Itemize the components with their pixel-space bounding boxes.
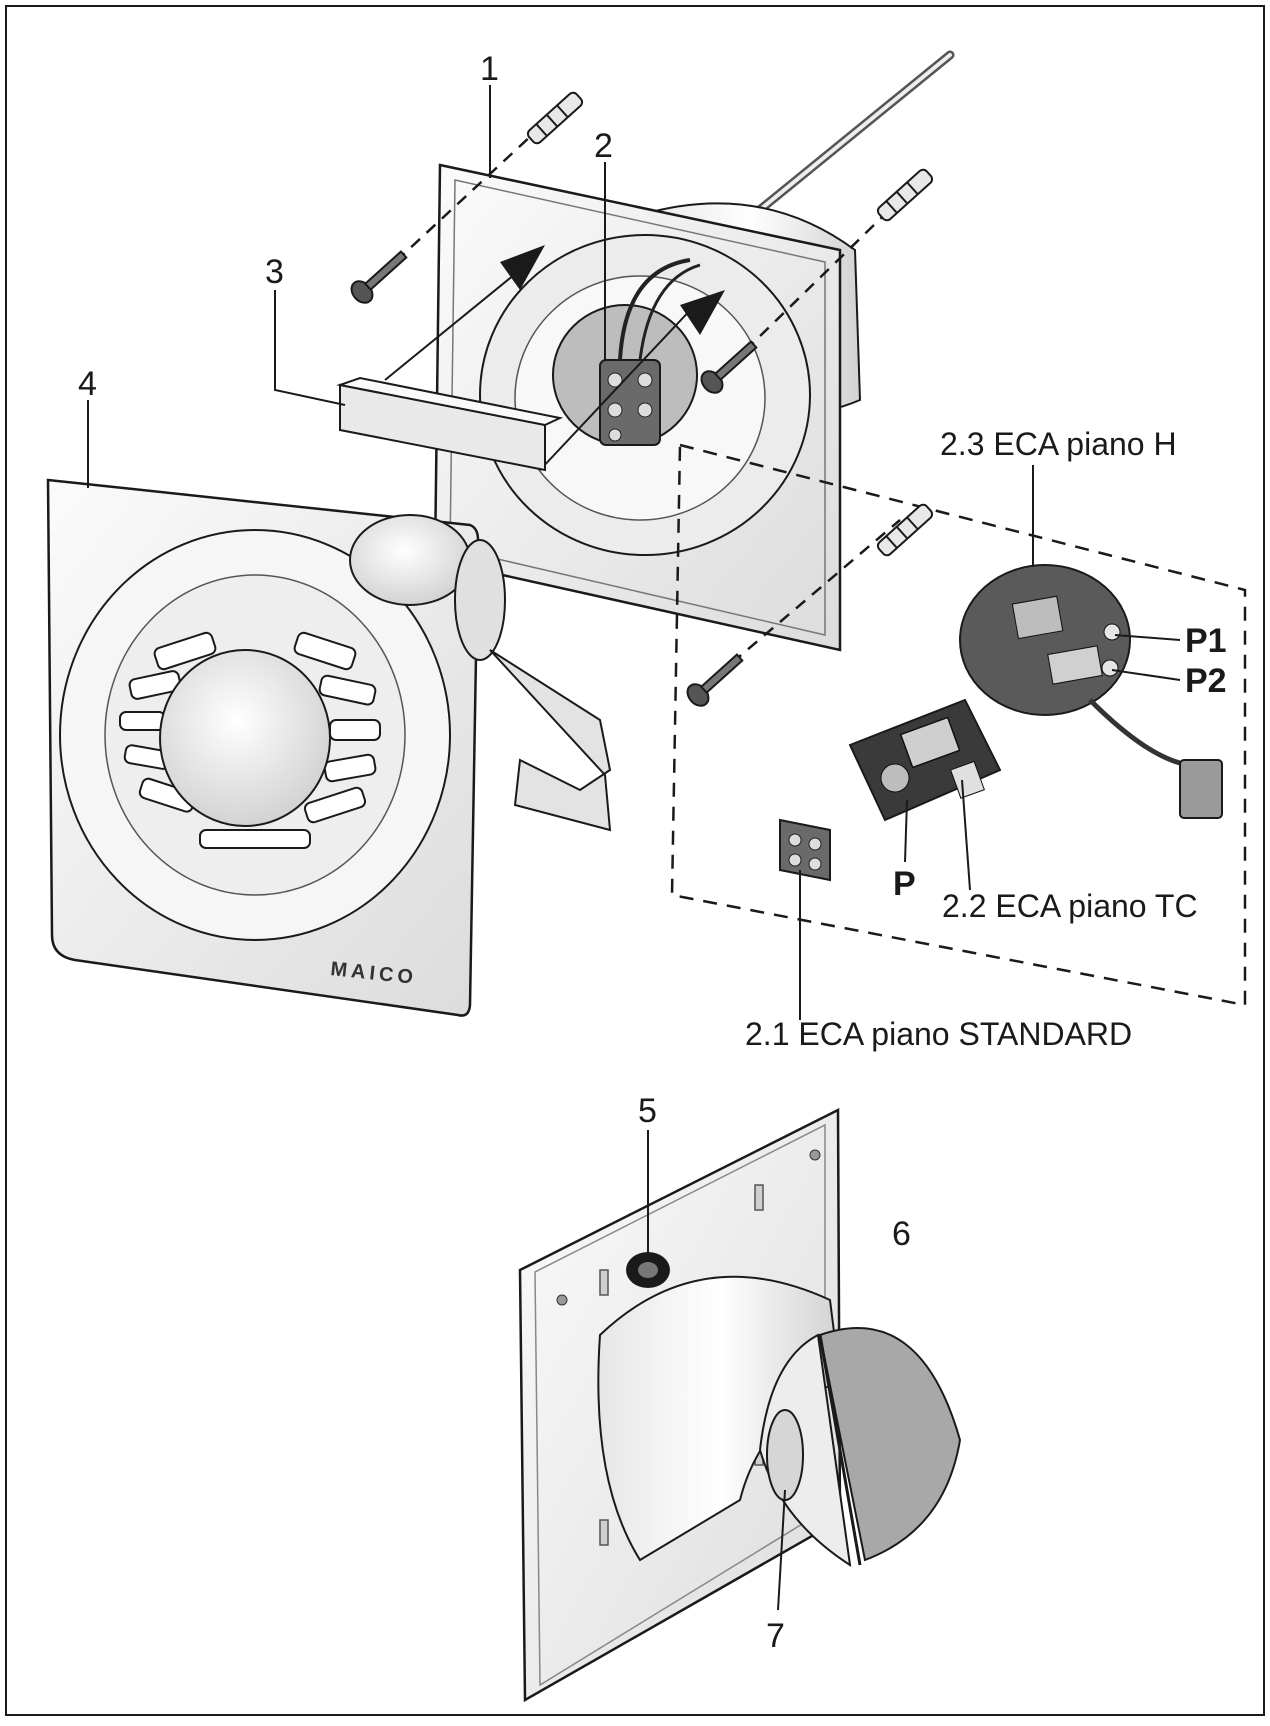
flap-spring bbox=[766, 1409, 804, 1501]
rear-view-assembly bbox=[518, 1107, 962, 1703]
fan-cover: MAICO bbox=[46, 478, 480, 1017]
callout-numbers: 1 2 3 4 5 6 7 bbox=[78, 50, 911, 1655]
cover-mount bbox=[349, 514, 612, 832]
leader-lines bbox=[87, 85, 1181, 1611]
label-eca-h: 2.3 ECA piano H bbox=[940, 426, 1177, 462]
wall-plug-icons bbox=[526, 91, 934, 557]
label-p1: P1 bbox=[1185, 622, 1227, 660]
label-eca-tc: 2.2 ECA piano TC bbox=[942, 888, 1198, 924]
module-labels: 2.3 ECA piano H P1 P2 P 2.2 ECA piano TC… bbox=[745, 426, 1227, 1052]
label-p: P bbox=[893, 865, 916, 903]
callout-1: 1 bbox=[480, 50, 499, 88]
backdraft-flap bbox=[758, 1327, 962, 1568]
insertion-arrows bbox=[384, 245, 725, 471]
cable-grommet bbox=[626, 1252, 670, 1288]
label-p2: P2 bbox=[1185, 662, 1227, 700]
callout-6: 6 bbox=[892, 1215, 911, 1253]
callout-4: 4 bbox=[78, 365, 97, 403]
callout-2: 2 bbox=[594, 127, 613, 165]
eca-h-module bbox=[959, 564, 1223, 819]
screw-icons bbox=[350, 250, 758, 707]
callout-5: 5 bbox=[638, 1092, 657, 1130]
cover-clip bbox=[336, 376, 564, 472]
callout-7: 7 bbox=[766, 1617, 785, 1655]
eca-tc-module bbox=[848, 698, 1002, 822]
figure-frame bbox=[5, 5, 1265, 1716]
eca-standard-module bbox=[779, 818, 831, 882]
power-cable bbox=[730, 50, 955, 235]
callout-3: 3 bbox=[265, 253, 284, 291]
grille-slats bbox=[119, 631, 381, 849]
label-eca-standard: 2.1 ECA piano STANDARD bbox=[745, 1016, 1132, 1052]
terminal-block bbox=[599, 258, 701, 446]
eca-options-boundary bbox=[670, 443, 1247, 1007]
